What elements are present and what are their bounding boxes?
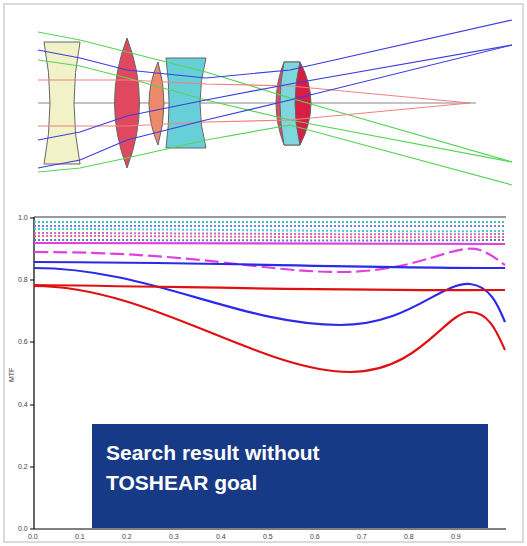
lens-layout <box>38 20 512 185</box>
tick-label: 0.5 <box>263 533 273 540</box>
tick-label: 0.0 <box>18 525 28 532</box>
tick-label: 0.8 <box>404 533 414 540</box>
tick-label: 0.8 <box>18 276 28 283</box>
caption-box: Search result without TOSHEAR goal <box>92 424 488 528</box>
tick-label: 0.0 <box>28 533 38 540</box>
tick-label: 0.3 <box>169 533 179 540</box>
tick-label: 0.2 <box>18 463 28 470</box>
tick-label: 0.2 <box>122 533 132 540</box>
tick-label: 0.6 <box>310 533 320 540</box>
tick-label: 0.1 <box>75 533 85 540</box>
tick-label: 0.7 <box>357 533 367 540</box>
tick-label: 0.6 <box>18 338 28 345</box>
caption-text: Search result without TOSHEAR goal <box>106 438 371 499</box>
frame <box>4 4 523 542</box>
mtf-chart <box>30 217 506 529</box>
tick-label: 1.0 <box>18 214 28 221</box>
tick-label: 0.4 <box>18 401 28 408</box>
tick-label: 0.4 <box>216 533 226 540</box>
tick-label: 0.9 <box>451 533 461 540</box>
axis-title: MTF <box>8 368 15 382</box>
